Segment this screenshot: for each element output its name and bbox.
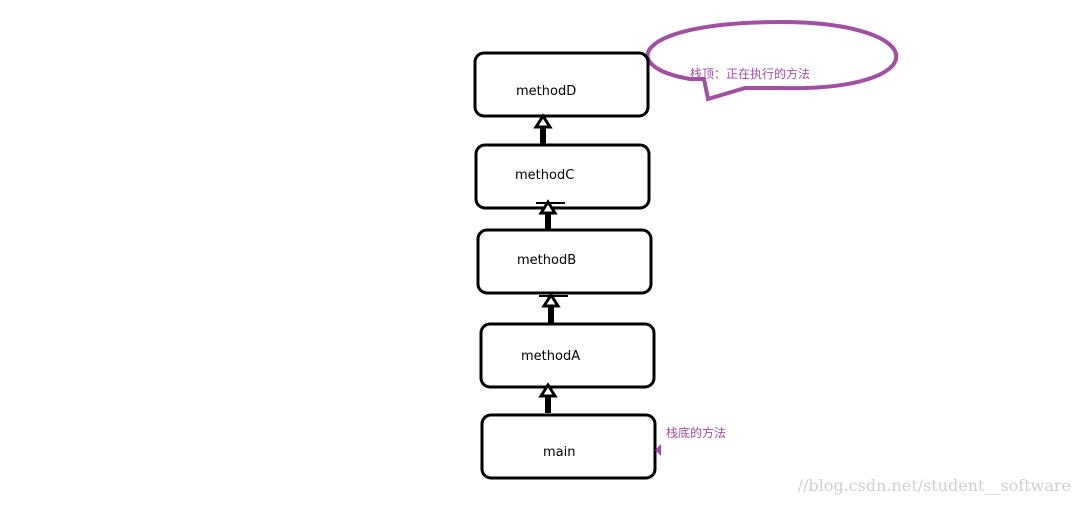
arrow-head (538, 199, 558, 215)
frame-box (474, 143, 651, 210)
arrow-methodA-to-methodB (539, 292, 568, 324)
bottom-pointer-icon (655, 444, 661, 456)
top-annotation-bubble: 栈顶：正在执行的方法 (645, 19, 899, 102)
frame-box (476, 228, 653, 295)
arrow-head (541, 292, 561, 308)
frame-label: methodC (515, 168, 574, 183)
bottom-annotation: 栈底的方法 (655, 425, 726, 456)
frame-box (479, 322, 656, 389)
stack-frame-methodB: methodB (476, 228, 653, 295)
frame-box (473, 51, 650, 118)
arrow-head (533, 113, 553, 129)
stack-frame-methodA: methodA (479, 322, 656, 389)
bubble-shape (645, 19, 899, 102)
top-note-text: 栈顶：正在执行的方法 (690, 66, 810, 81)
stack-frame-main: main (480, 413, 657, 480)
bottom-note-text: 栈底的方法 (666, 425, 726, 440)
frame-label: methodB (517, 253, 576, 268)
frame-label: main (543, 445, 575, 460)
arrow-methodC-to-methodD (533, 113, 553, 145)
frame-label: methodD (516, 84, 576, 99)
arrow-main-to-methodA (538, 382, 558, 413)
frame-label: methodA (521, 349, 580, 364)
watermark-text: //blog.csdn.net/student__software (798, 476, 1071, 495)
frame-box (480, 413, 657, 480)
arrow-methodB-to-methodC (536, 199, 565, 230)
arrow-head (538, 382, 558, 398)
stack-frame-methodD: methodD (473, 51, 650, 118)
stack-frame-methodC: methodC (474, 143, 651, 210)
